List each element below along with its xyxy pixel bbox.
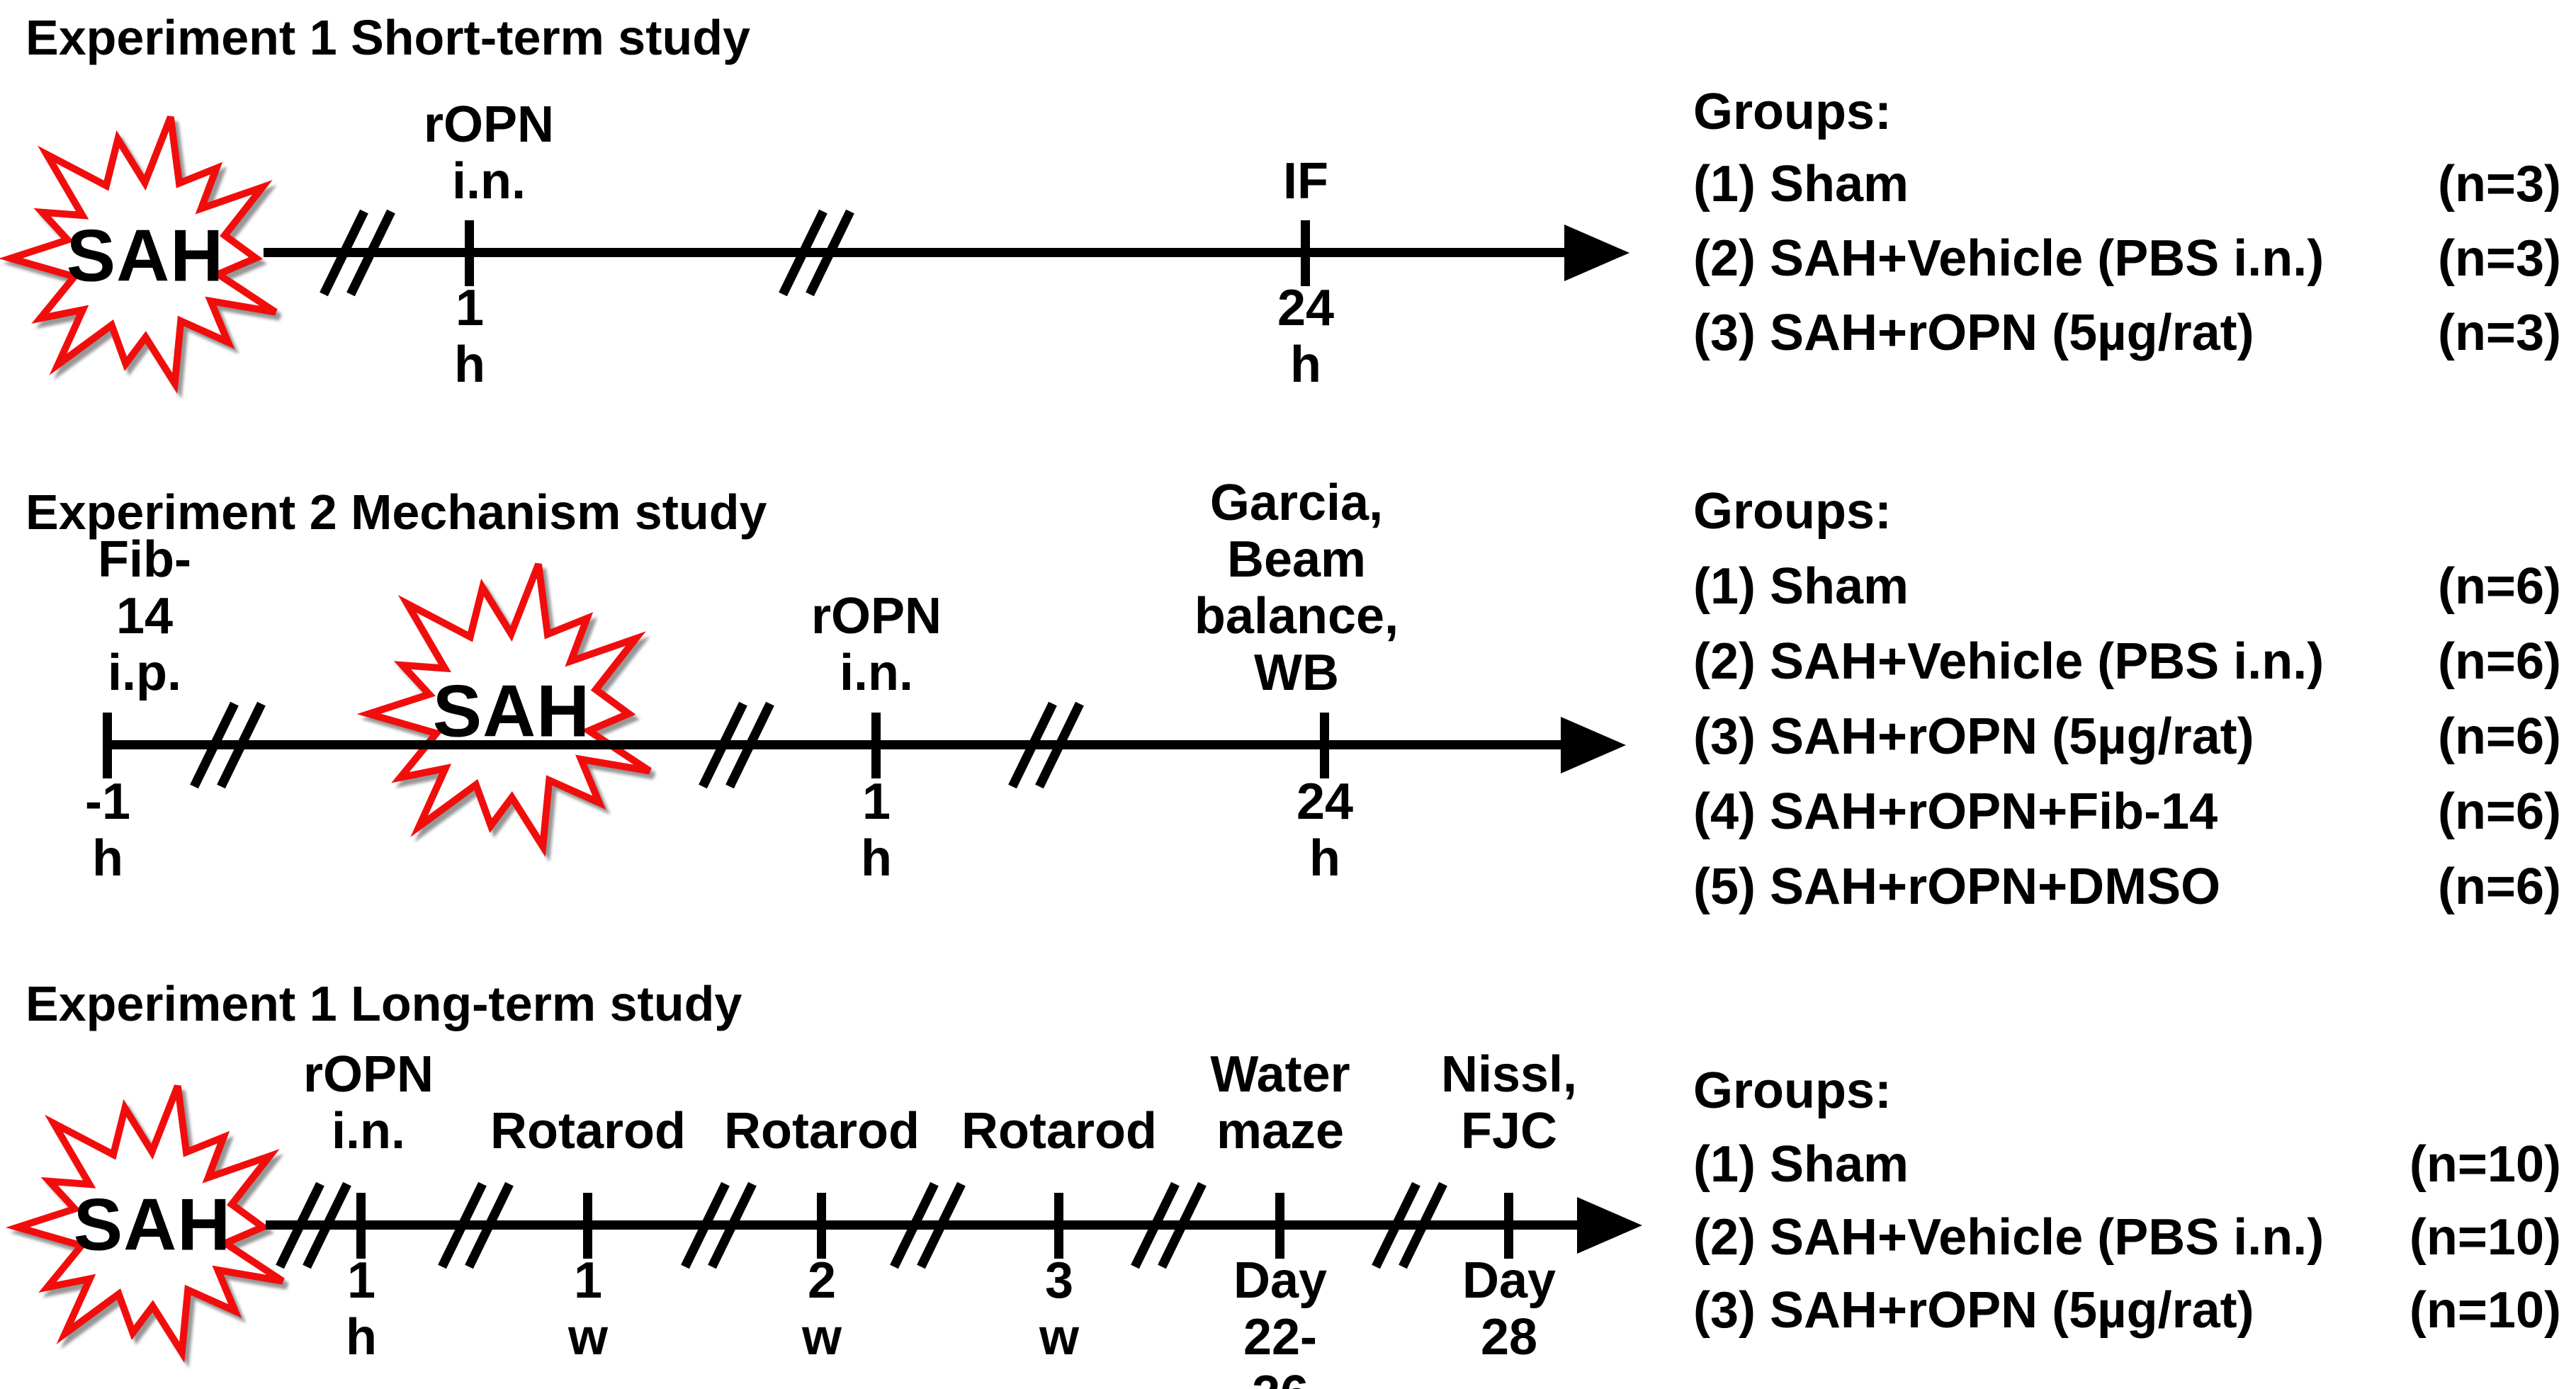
group-n: (n=10): [2409, 1282, 2561, 1339]
group-label: (2) SAH+Vehicle (PBS i.n.): [1693, 230, 2324, 287]
group-n: (n=3): [2437, 305, 2561, 361]
experiment-title: Experiment 1 Long-term study: [26, 976, 742, 1031]
group-row: (3) SAH+rOPN (5µg/rat) (n=6): [1693, 704, 2561, 769]
timeline-tick: [1320, 713, 1329, 778]
group-n: (n=6): [2437, 633, 2561, 690]
group-n: (n=6): [2437, 783, 2561, 840]
group-n: (n=10): [2409, 1136, 2561, 1193]
group-label: (1) Sham: [1693, 558, 1909, 615]
tick-label-below: Day 28: [1462, 1252, 1557, 1366]
group-row: (3) SAH+rOPN (5µg/rat) (n=10): [1693, 1278, 2561, 1343]
timeline-tick: [1054, 1193, 1063, 1259]
group-label: (2) SAH+Vehicle (PBS i.n.): [1693, 633, 2324, 690]
group-label: (1) Sham: [1693, 156, 1909, 212]
group-n: (n=6): [2437, 708, 2561, 765]
tick-label-below: 24 h: [1296, 773, 1354, 887]
sah-label: SAH: [73, 1184, 232, 1266]
tick-label-above: rOPN i.n.: [810, 588, 942, 701]
experiment-title: Experiment 1 Short-term study: [26, 10, 750, 65]
sah-starburst-icon: [5, 1084, 285, 1364]
group-n: (n=6): [2437, 858, 2561, 915]
experiment-title: Experiment 2 Mechanism study: [26, 484, 767, 540]
tick-label-below: 2 w: [801, 1252, 842, 1366]
sah-starburst-icon: [0, 115, 278, 395]
group-row: (1) Sham (n=3): [1693, 152, 2561, 217]
timeline-line: [266, 1220, 1586, 1230]
sah-label: SAH: [66, 215, 225, 297]
tick-label-above: rOPN i.n.: [423, 96, 555, 210]
group-row: (2) SAH+Vehicle (PBS i.n.) (n=10): [1693, 1205, 2561, 1270]
timeline-tick: [103, 713, 112, 778]
groups-heading: Groups:: [1693, 84, 1892, 140]
tick-label-below: 24 h: [1277, 280, 1335, 393]
groups-heading: Groups:: [1693, 1062, 1892, 1119]
tick-label-below: 1 w: [567, 1252, 609, 1366]
timeline-tick: [465, 220, 474, 286]
tick-label-below: -1 h: [84, 773, 131, 887]
timeline-arrowhead: [1564, 225, 1629, 281]
tick-label-above: Rotarod: [490, 1103, 686, 1160]
group-label: (1) Sham: [1693, 1136, 1909, 1193]
sah-starburst-icon: [356, 562, 652, 858]
tick-label-below: 1 h: [454, 280, 485, 393]
tick-label-above: Fib-14 i.p.: [98, 531, 191, 701]
timeline-tick: [583, 1193, 592, 1259]
timeline-tick: [356, 1193, 366, 1259]
tick-label-above: Nissl, FJC: [1440, 1046, 1578, 1160]
tick-label-above: Rotarod: [724, 1103, 920, 1160]
groups-heading: Groups:: [1693, 483, 1892, 540]
tick-label-above: IF: [1283, 153, 1328, 210]
group-label: (2) SAH+Vehicle (PBS i.n.): [1693, 1209, 2324, 1266]
tick-label-above: Garcia, Beam balance, WB: [1194, 475, 1399, 701]
timeline-arrowhead: [1561, 717, 1626, 773]
group-label: (3) SAH+rOPN (5µg/rat): [1693, 1282, 2254, 1339]
group-row: (1) Sham (n=6): [1693, 554, 2561, 619]
group-row: (1) Sham (n=10): [1693, 1132, 2561, 1197]
tick-label-below: 1 h: [861, 773, 892, 887]
timeline-tick: [1504, 1193, 1513, 1259]
group-n: (n=10): [2409, 1209, 2561, 1266]
group-row: (2) SAH+Vehicle (PBS i.n.) (n=6): [1693, 629, 2561, 694]
timeline-tick: [871, 713, 881, 778]
group-label: (3) SAH+rOPN (5µg/rat): [1693, 305, 2254, 361]
group-label: (5) SAH+rOPN+DMSO: [1693, 858, 2221, 915]
group-label: (3) SAH+rOPN (5µg/rat): [1693, 708, 2254, 765]
tick-label-below: 3 w: [1039, 1252, 1080, 1366]
tick-label-above: rOPN i.n.: [303, 1046, 434, 1160]
group-label: (4) SAH+rOPN+Fib-14: [1693, 783, 2218, 840]
group-row: (3) SAH+rOPN (5µg/rat) (n=3): [1693, 300, 2561, 365]
sah-label: SAH: [432, 670, 591, 753]
tick-label-below: 1 h: [346, 1252, 377, 1366]
timeline-tick: [817, 1193, 826, 1259]
group-row: (4) SAH+rOPN+Fib-14 (n=6): [1693, 779, 2561, 844]
timeline-tick: [1275, 1193, 1284, 1259]
tick-label-below: Day 22-26: [1233, 1252, 1328, 1389]
group-row: (2) SAH+Vehicle (PBS i.n.) (n=3): [1693, 226, 2561, 291]
timeline-arrowhead: [1577, 1197, 1642, 1254]
tick-label-above: Rotarod: [961, 1103, 1157, 1160]
tick-label-above: Water maze: [1210, 1046, 1350, 1160]
timeline-tick: [1301, 220, 1310, 286]
group-n: (n=6): [2437, 558, 2561, 615]
timeline-line: [264, 248, 1573, 257]
timeline-line: [108, 740, 1569, 749]
group-row: (5) SAH+rOPN+DMSO (n=6): [1693, 854, 2561, 919]
group-n: (n=3): [2437, 230, 2561, 287]
group-n: (n=3): [2437, 156, 2561, 212]
